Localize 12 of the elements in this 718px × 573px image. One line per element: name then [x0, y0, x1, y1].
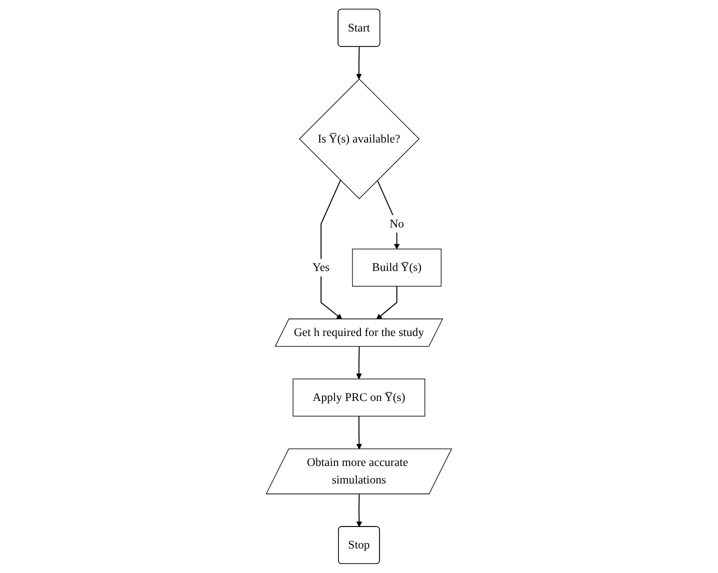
edge-label: No — [390, 217, 404, 230]
node-diamond: Is Y̅(s) available? — [299, 78, 420, 200]
arrow — [356, 46, 362, 80]
edge-label: Yes — [312, 260, 330, 274]
arrow — [356, 494, 362, 528]
arrow — [376, 286, 398, 320]
arrow — [376, 180, 400, 250]
arrow — [356, 346, 362, 380]
node-box: Apply PRC on Y̅(s) — [292, 378, 426, 417]
arrow — [356, 416, 362, 450]
node-box: Build Y̅(s) — [352, 248, 442, 287]
arrow — [320, 180, 342, 320]
